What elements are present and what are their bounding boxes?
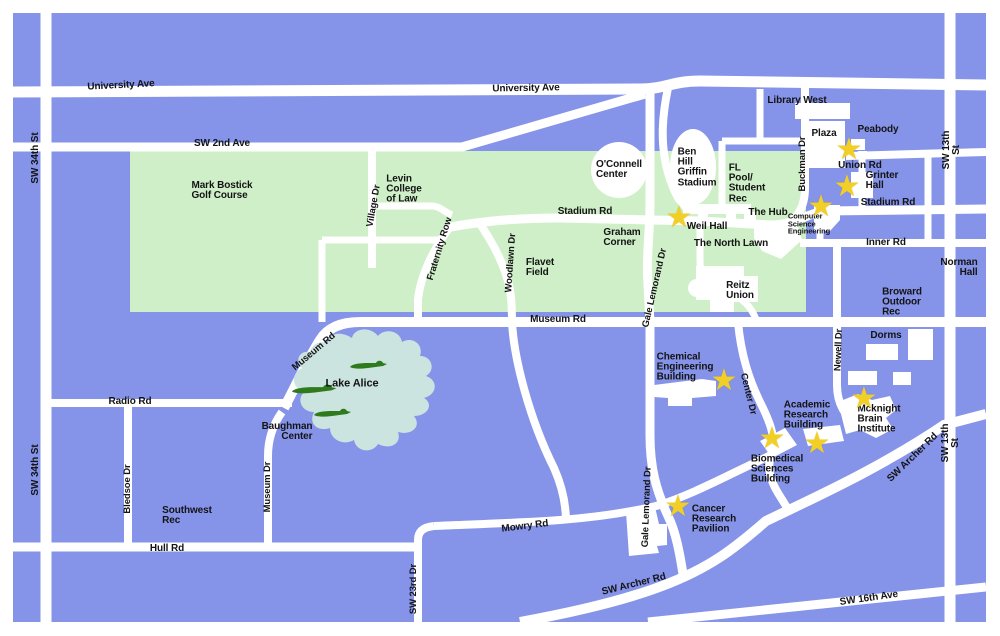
road-fraternity-row: [414, 221, 456, 323]
peabody-building-annex: [858, 151, 867, 159]
dorm-building: [848, 371, 877, 385]
reitz-union-building: [696, 266, 758, 312]
dorm-building: [893, 372, 911, 385]
plaza-area: [808, 121, 845, 168]
road-gale-lemorand-dr: [642, 90, 688, 575]
oconnell-center-building: [591, 142, 647, 198]
weil-hall-building: [683, 204, 756, 225]
mcknight-brain-institute-building: [838, 394, 896, 438]
road-buckman-dr: [780, 86, 809, 231]
dorm-building: [866, 344, 898, 360]
road-museum-rd: [279, 317, 986, 411]
road-stadium-loop-west: [658, 87, 694, 215]
peabody-building: [851, 139, 865, 150]
grinter-hall-building: [851, 172, 873, 198]
road-union-rd: [845, 148, 986, 160]
road-center-dr: [734, 321, 795, 517]
ben-hill-griffin-stadium-building: [670, 129, 716, 205]
flavet-field-area: [511, 242, 571, 294]
road-sw-23rd-dr: [414, 522, 435, 622]
chemical-engineering-building-shape: [654, 379, 716, 406]
the-hub-building: [754, 226, 802, 259]
buildings: [591, 103, 933, 556]
road-levin-block: [318, 202, 454, 322]
road-woodlawn-south: [508, 321, 570, 523]
dorm-building: [908, 329, 933, 360]
road-woodlawn-dr: [474, 218, 516, 323]
road-sw-archer-rd: [519, 409, 986, 622]
lake-alice-area: [293, 329, 435, 451]
road-fl-pool-block: [718, 89, 805, 207]
road-university-ave: [13, 75, 986, 98]
road-sw-2nd-ave: [13, 89, 647, 152]
road-network: [13, 13, 986, 622]
cancer-research-pavilion-building: [626, 507, 667, 556]
reitz-union-building: [688, 279, 706, 297]
road-museum-dr: [264, 409, 286, 547]
road-mowry-rd: [433, 452, 771, 530]
library-west-building: [795, 103, 850, 119]
computer-science-engineering-building: [814, 205, 840, 231]
road-sw-16th-ave: [647, 582, 986, 622]
academic-research-building-shape: [803, 425, 844, 446]
biomedical-sciences-building-shape: [760, 428, 797, 458]
road-stadium-rd: [445, 204, 986, 233]
